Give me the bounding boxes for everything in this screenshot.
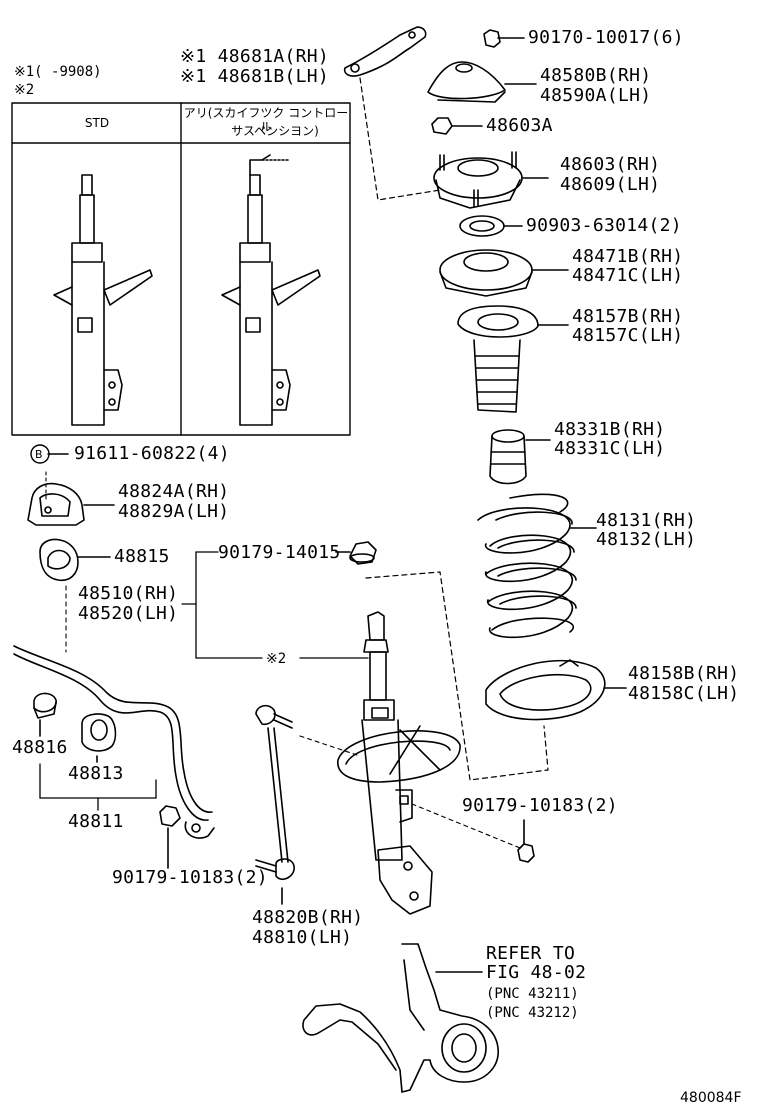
- stabilizer-clip[interactable]: [33, 692, 57, 737]
- refer-line-3: (PNC 43211): [486, 986, 579, 1002]
- skyhook-strut-drawing: [221, 154, 321, 426]
- support-cap[interactable]: [427, 61, 537, 103]
- label-48158c[interactable]: 48158C(LH): [628, 683, 740, 704]
- strut-support-mount[interactable]: [433, 151, 549, 209]
- spring-bumper-insulator[interactable]: [457, 305, 569, 413]
- figure-id: 480084F: [680, 1090, 742, 1106]
- inset-alt-label-1: アリ(スカイフツク コントロール: [183, 106, 349, 134]
- label-48824a[interactable]: 48824A(RH): [118, 481, 230, 502]
- label-90170[interactable]: 90170-10017(6): [528, 27, 684, 48]
- label-note2-ref: ※2: [266, 651, 287, 667]
- label-90179-10183-left[interactable]: 90179-10183(2): [112, 867, 268, 888]
- shock-absorber-strut[interactable]: [337, 611, 461, 915]
- upper-spring-seat[interactable]: [439, 249, 569, 297]
- strut-variant-inset: [11, 102, 351, 436]
- leader-dash-link: [299, 735, 361, 757]
- std-strut-drawing: [53, 174, 153, 426]
- stabilizer-bushing[interactable]: [39, 538, 111, 582]
- inset-alt-label-2: サスペンシヨン): [231, 124, 319, 138]
- stabilizer-link[interactable]: [255, 704, 295, 905]
- strut-brace-bracket[interactable]: [343, 26, 427, 77]
- label-91611[interactable]: 91611-60822(4): [74, 443, 230, 464]
- label-48815[interactable]: 48815: [114, 546, 170, 567]
- label-48681a[interactable]: ※1 48681A(RH): [180, 46, 330, 67]
- label-48811[interactable]: 48811: [68, 811, 124, 832]
- label-48816[interactable]: 48816: [12, 737, 68, 758]
- label-48157c[interactable]: 48157C(LH): [572, 325, 684, 346]
- label-48603[interactable]: 48603(RH): [560, 154, 661, 175]
- label-48580b[interactable]: 48580B(RH): [540, 65, 652, 86]
- label-48510[interactable]: 48510(RH): [78, 583, 179, 604]
- bearing-90903[interactable]: [459, 215, 523, 237]
- label-90179-10183-right[interactable]: 90179-10183(2): [462, 795, 618, 816]
- stabilizer-bracket[interactable]: [27, 482, 115, 526]
- lower-spring-insulator[interactable]: [485, 659, 627, 721]
- inset-std-label: STD: [84, 116, 110, 130]
- label-48158b[interactable]: 48158B(RH): [628, 663, 740, 684]
- stabilizer-bushing-inner[interactable]: [81, 713, 117, 763]
- bolt-marker-circle: [30, 444, 50, 464]
- label-48331c[interactable]: 48331C(LH): [554, 438, 666, 459]
- nut-90179-10183-left[interactable]: [159, 805, 181, 869]
- bolt-marker-b: B: [35, 448, 43, 461]
- label-48520[interactable]: 48520(LH): [78, 603, 179, 624]
- nut-48603a[interactable]: [431, 117, 483, 135]
- label-48609[interactable]: 48609(LH): [560, 174, 661, 195]
- label-48331b[interactable]: 48331B(RH): [554, 419, 666, 440]
- bolt-91611[interactable]: [45, 453, 69, 501]
- note-1: ※1( -9908): [14, 64, 102, 80]
- label-48810[interactable]: 48810(LH): [252, 927, 353, 948]
- label-48157b[interactable]: 48157B(RH): [572, 306, 684, 327]
- nut-90179-10183-right[interactable]: [517, 819, 535, 863]
- nut-90179-14015[interactable]: [335, 541, 377, 565]
- bound-stopper[interactable]: [489, 429, 551, 485]
- label-48131[interactable]: 48131(RH): [596, 510, 697, 531]
- nut-90170[interactable]: [483, 29, 525, 48]
- label-90179-14015[interactable]: 90179-14015: [218, 542, 341, 563]
- steering-knuckle[interactable]: [302, 943, 499, 1093]
- coil-spring[interactable]: [477, 493, 597, 639]
- leader-dash-bracket: [359, 77, 441, 201]
- label-48471c[interactable]: 48471C(LH): [572, 265, 684, 286]
- note-2: ※2: [14, 82, 35, 98]
- refer-line-4: (PNC 43212): [486, 1005, 579, 1021]
- label-48820b[interactable]: 48820B(RH): [252, 907, 364, 928]
- leader-dash-strut-assy: [365, 571, 549, 781]
- label-48471b[interactable]: 48471B(RH): [572, 246, 684, 267]
- label-48590a[interactable]: 48590A(LH): [540, 85, 652, 106]
- label-48813[interactable]: 48813: [68, 763, 124, 784]
- refer-line-2[interactable]: FIG 48-02: [486, 962, 587, 983]
- label-48829a[interactable]: 48829A(LH): [118, 501, 230, 522]
- leader-dash-strut-nut: [411, 803, 521, 849]
- strut-assy-leader: [181, 551, 369, 659]
- label-48132[interactable]: 48132(LH): [596, 529, 697, 550]
- refer-line-1: REFER TO: [486, 943, 576, 964]
- stabilizer-bar[interactable]: [13, 645, 215, 839]
- label-48603a[interactable]: 48603A: [486, 115, 553, 136]
- label-48681b[interactable]: ※1 48681B(LH): [180, 66, 330, 87]
- label-90903[interactable]: 90903-63014(2): [526, 215, 682, 236]
- assembly-bracket-48811: [39, 763, 157, 811]
